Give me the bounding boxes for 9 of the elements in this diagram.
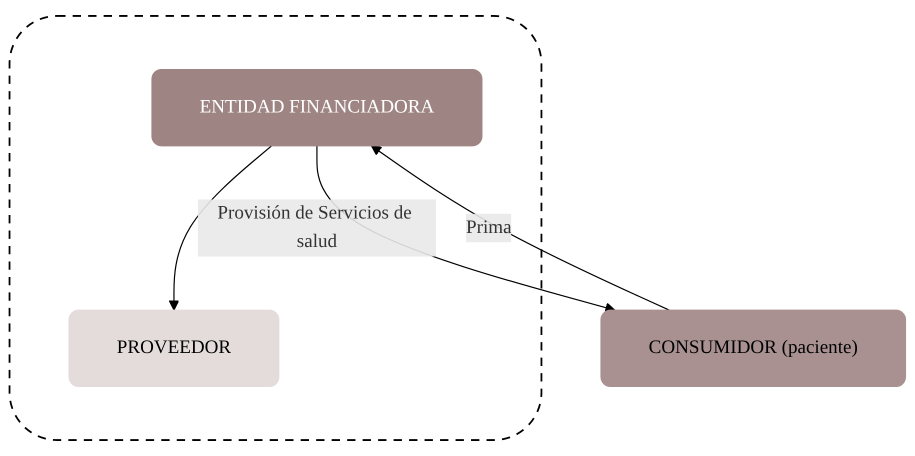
node-box: PROVEEDOR <box>68 310 280 388</box>
node-box: CONSUMIDOR (paciente) <box>600 310 906 388</box>
edge-label: Prima <box>466 217 512 238</box>
edge-label: Provisión de Servicios de salud <box>217 202 412 252</box>
arrow <box>370 145 670 311</box>
cluster <box>8 15 542 441</box>
arrow <box>316 146 616 313</box>
node-box: ENTIDAD FINANCIADORA <box>151 68 482 146</box>
arrow <box>168 145 272 311</box>
